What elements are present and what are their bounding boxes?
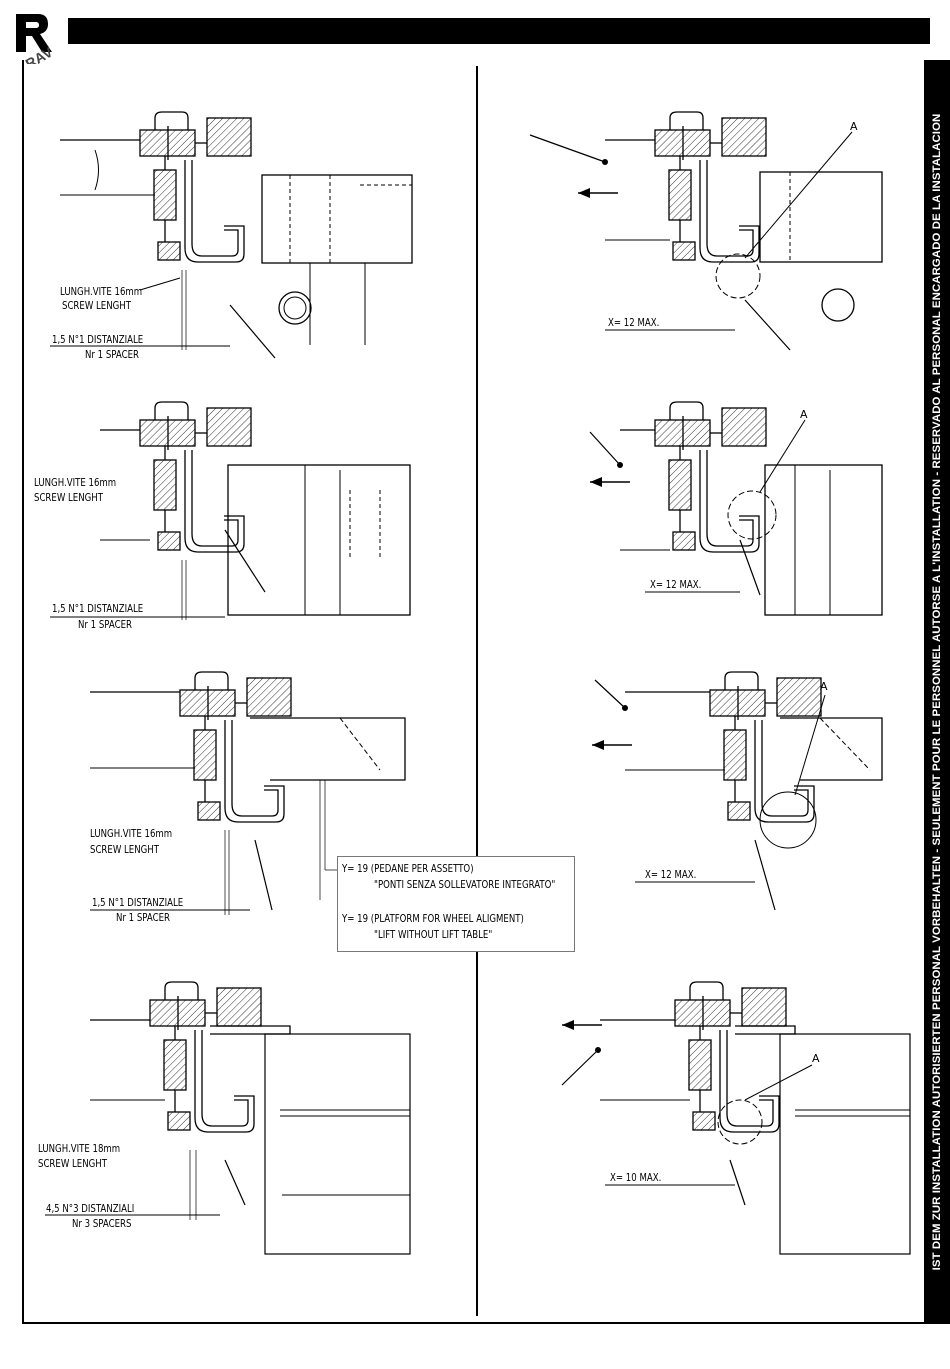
rav-logo: RAV bbox=[16, 14, 56, 64]
screw-label-en-3: SCREW LENGHT bbox=[90, 843, 159, 856]
x-max-label-4: X= 10 MAX. bbox=[610, 1171, 662, 1184]
x-max-label-1: X= 12 MAX. bbox=[608, 316, 660, 329]
spacer-label-en-2: Nr 1 SPACER bbox=[78, 618, 133, 631]
spacer-label-en-4: Nr 3 SPACERS bbox=[72, 1217, 132, 1230]
right-drawing-1: A bbox=[529, 111, 883, 351]
screw-label-it-4: LUNGH.VITE 18mm bbox=[38, 1142, 121, 1155]
screw-label-en-1: SCREW LENGHT bbox=[62, 299, 131, 312]
left-drawing-1 bbox=[50, 111, 413, 359]
detail-marker-4: A bbox=[812, 1052, 820, 1065]
screw-label-it-3: LUNGH.VITE 16mm bbox=[90, 827, 173, 840]
left-drawing-4 bbox=[45, 981, 411, 1255]
right-drawing-4: A bbox=[561, 981, 911, 1255]
screw-label-it-2: LUNGH.VITE 16mm bbox=[34, 476, 117, 489]
header-bar bbox=[68, 18, 930, 44]
frame-bottom-border bbox=[22, 1322, 924, 1324]
left-drawing-2 bbox=[50, 401, 411, 620]
detail-marker-1: A bbox=[850, 120, 858, 133]
frame-left-border bbox=[22, 60, 24, 1322]
right-drawing-3: A bbox=[592, 671, 883, 911]
note-line-1: Y= 19 (PEDANE PER ASSETTO) bbox=[342, 862, 474, 875]
screw-label-en-2: SCREW LENGHT bbox=[34, 491, 103, 504]
spacer-label-en-3: Nr 1 SPACER bbox=[116, 911, 171, 924]
spacer-label-it-1: 1,5 N°1 DISTANZIALE bbox=[52, 333, 144, 346]
detail-marker-2: A bbox=[800, 408, 808, 421]
spacer-label-en-1: Nr 1 SPACER bbox=[85, 348, 140, 361]
note-line-4: "LIFT WITHOUT LIFT TABLE" bbox=[374, 928, 493, 941]
left-drawing-3 bbox=[90, 671, 406, 915]
screw-label-en-4: SCREW LENGHT bbox=[38, 1157, 107, 1170]
sidebar-band: IST DEM ZUR INSTALLATION AUTORISIERTEN P… bbox=[924, 60, 950, 1324]
note-box: Y= 19 (PEDANE PER ASSETTO) "PONTI SENZA … bbox=[337, 856, 575, 952]
note-line-2: "PONTI SENZA SOLLEVATORE INTEGRATO" bbox=[374, 878, 556, 891]
note-line-3: Y= 19 (PLATFORM FOR WHEEL ALIGMENT) bbox=[342, 912, 524, 925]
spacer-label-it-4: 4,5 N°3 DISTANZIALI bbox=[46, 1202, 135, 1215]
x-max-label-3: X= 12 MAX. bbox=[645, 868, 697, 881]
column-divider bbox=[476, 66, 478, 1316]
spacer-label-it-3: 1,5 N°1 DISTANZIALE bbox=[92, 896, 184, 909]
detail-marker-3: A bbox=[820, 680, 828, 693]
right-drawing-2: A bbox=[589, 401, 883, 616]
screw-label-it-1: LUNGH.VITE 16mm bbox=[60, 285, 143, 298]
x-max-label-2: X= 12 MAX. bbox=[650, 578, 702, 591]
spacer-label-it-2: 1,5 N°1 DISTANZIALE bbox=[52, 602, 144, 615]
